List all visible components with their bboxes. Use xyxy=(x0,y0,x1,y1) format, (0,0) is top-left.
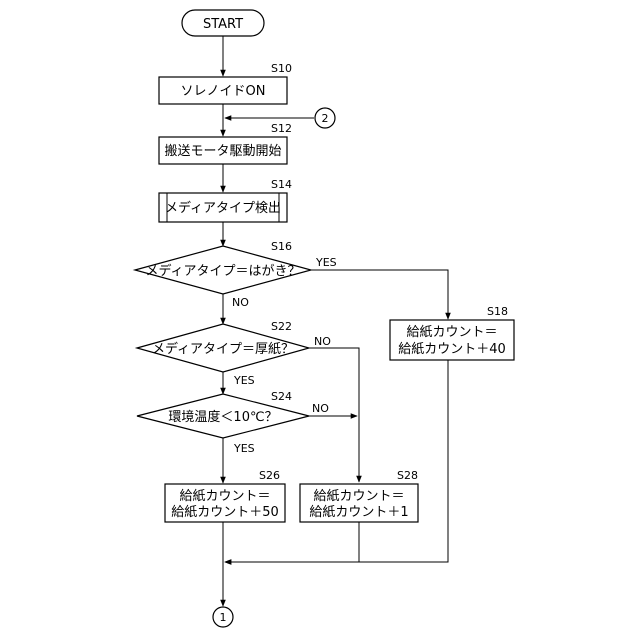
decision-s16-text: メディアタイプ＝はがき？ xyxy=(145,263,300,279)
step-s12: 搬送モータ駆動開始 S12 xyxy=(159,122,292,164)
edge-s18-merge xyxy=(225,360,448,562)
start-terminal: START xyxy=(182,10,264,36)
decision-s24-text: 環境温度＜10℃？ xyxy=(168,409,277,425)
step-s12-id: S12 xyxy=(271,122,292,135)
decision-s22-no: NO xyxy=(314,335,331,348)
decision-s16-id: S16 xyxy=(271,240,292,253)
decision-s24-yes: YES xyxy=(233,442,255,455)
step-s28-line2: 給紙カウント＋1 xyxy=(309,505,408,520)
connector-in: 2 xyxy=(315,108,335,128)
svg-text:1: 1 xyxy=(220,611,227,624)
step-s26-id: S26 xyxy=(259,469,280,482)
decision-s22-yes: YES xyxy=(233,374,255,387)
decision-s22-text: メディアタイプ＝厚紙？ xyxy=(152,341,294,357)
start-label: START xyxy=(203,17,243,32)
step-s18-id: S18 xyxy=(487,305,508,318)
step-s26-line2: 給紙カウント＋50 xyxy=(171,505,279,520)
decision-s24-id: S24 xyxy=(271,390,292,403)
decision-s16-no: NO xyxy=(232,296,249,309)
step-s10-id: S10 xyxy=(271,62,292,75)
decision-s22: メディアタイプ＝厚紙？ S22 NO YES xyxy=(137,320,331,387)
step-s26-line1: 給紙カウント＝ xyxy=(179,489,270,504)
decision-s16-yes: YES xyxy=(315,256,337,269)
step-s14: メディアタイプ検出 S14 xyxy=(159,178,292,222)
step-s10: ソレノイドON S10 xyxy=(159,62,292,104)
step-s18-line2: 給紙カウント＋40 xyxy=(398,342,506,357)
step-s18: 給紙カウント＝ 給紙カウント＋40 S18 xyxy=(390,305,514,360)
svg-text:2: 2 xyxy=(322,112,329,125)
step-s14-id: S14 xyxy=(271,178,292,191)
decision-s22-id: S22 xyxy=(271,320,292,333)
edge-s28-merge xyxy=(225,522,359,562)
decision-s24-no: NO xyxy=(312,402,329,415)
connector-out: 1 xyxy=(213,607,233,627)
step-s10-text: ソレノイドON xyxy=(181,84,266,99)
edge-s22-no-s28 xyxy=(309,348,359,482)
step-s26: 給紙カウント＝ 給紙カウント＋50 S26 xyxy=(165,469,285,522)
step-s14-text: メディアタイプ検出 xyxy=(165,200,281,216)
decision-s16: メディアタイプ＝はがき？ S16 YES NO xyxy=(135,240,337,309)
edge-s16-yes-s18 xyxy=(311,270,448,319)
step-s18-line1: 給紙カウント＝ xyxy=(406,325,497,340)
step-s12-text: 搬送モータ駆動開始 xyxy=(164,144,281,159)
step-s28-id: S28 xyxy=(397,469,418,482)
step-s28-line1: 給紙カウント＝ xyxy=(313,489,404,504)
decision-s24: 環境温度＜10℃？ S24 NO YES xyxy=(137,390,329,455)
